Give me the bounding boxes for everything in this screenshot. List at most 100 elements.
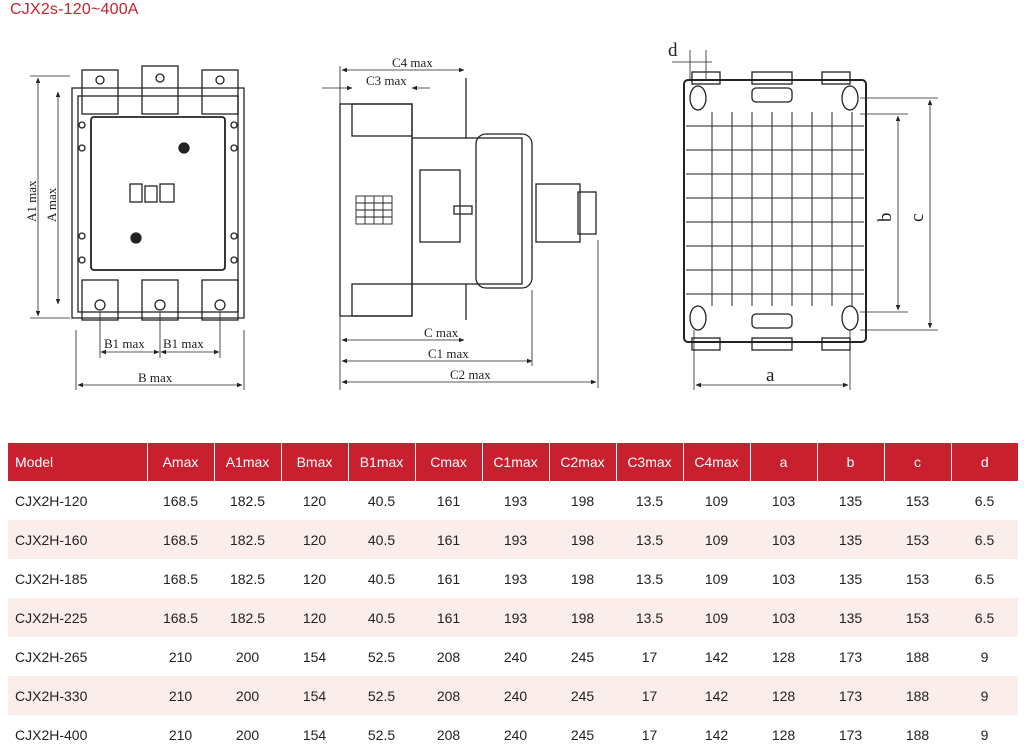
- column-header: d: [951, 443, 1018, 481]
- dimension-cell: 128: [771, 726, 796, 743]
- dimension-cell: 153: [905, 570, 930, 587]
- dimension-cell: 210: [147, 676, 214, 715]
- dim-label-b1max-left: B1 max: [104, 336, 145, 351]
- dimension-cell: 103: [771, 492, 796, 509]
- dim-label-amax: A max: [44, 187, 59, 222]
- dimension-cell: 40.5: [367, 492, 396, 509]
- dimension-cell: 198: [549, 598, 616, 637]
- dimension-cell: 135: [838, 570, 863, 587]
- dimension-cell: 9: [980, 726, 989, 743]
- column-header: Model: [8, 443, 148, 481]
- table-header-row: Model Amax A1max Bmax B1max Cmax C1max C…: [8, 443, 1018, 481]
- dimension-cell: 142: [704, 726, 729, 743]
- dimension-cell: 13.5: [616, 520, 683, 559]
- dimension-cell: 154: [302, 726, 327, 743]
- dimension-cell: 245: [549, 676, 616, 715]
- dimension-cell: 52.5: [367, 648, 396, 665]
- dimension-cell: 210: [168, 648, 193, 665]
- dimension-cell: 40.5: [348, 520, 415, 559]
- model-cell: CJX2H-120: [15, 492, 88, 509]
- dimension-cell: 161: [436, 570, 461, 587]
- dimensions-table: Model Amax A1max Bmax B1max Cmax C1max C…: [8, 443, 1018, 754]
- dimension-cell: 188: [884, 676, 951, 715]
- column-header: c: [884, 443, 952, 481]
- dimension-cell: 182.5: [214, 520, 281, 559]
- dimension-cell: 182.5: [229, 570, 266, 587]
- dimension-cell: 103: [750, 520, 817, 559]
- dimension-cell: 182.5: [229, 492, 266, 509]
- dimension-cell: 198: [570, 492, 595, 509]
- dim-label-c2max: C2 max: [450, 367, 491, 382]
- dimension-cell: 208: [436, 648, 461, 665]
- dimension-cell: 193: [482, 520, 549, 559]
- dimension-cell: 161: [415, 598, 482, 637]
- dimension-cell: 154: [281, 676, 348, 715]
- dimension-cell: 208: [415, 676, 482, 715]
- dim-label-c: c: [907, 214, 928, 222]
- dimension-cell: 154: [302, 648, 327, 665]
- dimension-cell: 103: [750, 598, 817, 637]
- dimension-cell: 168.5: [162, 570, 199, 587]
- dimension-cell: 198: [570, 570, 595, 587]
- model-cell: CJX2H-400: [15, 726, 88, 743]
- dimension-cell: 200: [235, 726, 260, 743]
- dimension-cell: 109: [704, 570, 729, 587]
- model-cell: CJX2H-330: [8, 676, 147, 715]
- dimension-cell: 135: [817, 598, 884, 637]
- dim-label-bmax: B max: [138, 370, 173, 385]
- dimension-cell: 120: [302, 570, 327, 587]
- dimension-cell: 161: [436, 492, 461, 509]
- dimension-cell: 168.5: [147, 598, 214, 637]
- dimension-cell: 128: [771, 648, 796, 665]
- dimension-cell: 120: [281, 520, 348, 559]
- column-header: C1max: [482, 443, 550, 481]
- dim-label-b1max-right: B1 max: [163, 336, 204, 351]
- dimension-cell: 6.5: [951, 520, 1018, 559]
- dimension-cell: 142: [683, 676, 750, 715]
- dimension-cell: 200: [214, 676, 281, 715]
- model-cell: CJX2H-185: [15, 570, 88, 587]
- dimension-cell: 109: [683, 520, 750, 559]
- column-header: A1max: [214, 443, 282, 481]
- dimension-cell: 208: [436, 726, 461, 743]
- dimension-cell: 173: [817, 676, 884, 715]
- column-header: Bmax: [281, 443, 349, 481]
- dimension-cell: 173: [838, 726, 863, 743]
- dimension-cell: 198: [549, 520, 616, 559]
- dim-label-cmax: C max: [424, 325, 459, 340]
- dimension-cell: 210: [168, 726, 193, 743]
- dimension-cell: 17: [641, 648, 658, 665]
- dimension-cell: 17: [641, 726, 658, 743]
- dimension-cell: 188: [905, 726, 930, 743]
- dimension-cell: 153: [884, 598, 951, 637]
- dim-label-a: a: [766, 365, 775, 386]
- column-header: B1max: [348, 443, 416, 481]
- dimension-cell: 109: [704, 492, 729, 509]
- dimension-cell: 245: [570, 648, 595, 665]
- dimension-cell: 40.5: [348, 598, 415, 637]
- dimension-cell: 168.5: [162, 492, 199, 509]
- dimension-cell: 193: [503, 492, 528, 509]
- column-header: Amax: [147, 443, 215, 481]
- dimension-cell: 13.5: [616, 598, 683, 637]
- dimension-cell: 240: [503, 726, 528, 743]
- dimension-cell: 13.5: [635, 570, 664, 587]
- column-header: C4max: [683, 443, 751, 481]
- dimension-cell: 13.5: [635, 492, 664, 509]
- page-title: CJX2s-120~400A: [10, 1, 139, 18]
- model-cell: CJX2H-265: [15, 648, 88, 665]
- dimension-cell: 245: [570, 726, 595, 743]
- dimension-cell: 17: [616, 676, 683, 715]
- dimension-cell: 193: [503, 570, 528, 587]
- dim-label-c4max: C4 max: [392, 55, 433, 70]
- dimension-cell: 200: [235, 648, 260, 665]
- dimension-cell: 103: [771, 570, 796, 587]
- model-cell: CJX2H-160: [8, 520, 147, 559]
- dim-label-a1max: A1 max: [24, 180, 39, 222]
- column-header: C3max: [616, 443, 684, 481]
- column-header: Cmax: [415, 443, 483, 481]
